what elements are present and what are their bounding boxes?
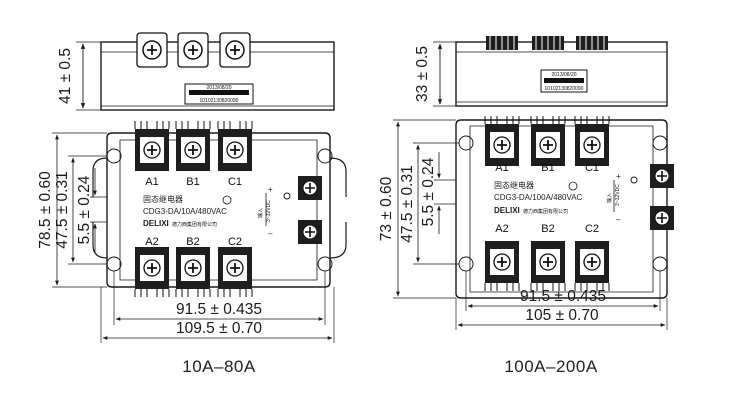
right-dim-total-width: 105 ± 0.70 (525, 307, 599, 324)
left-dim-total-width: 109.5 ± 0.70 (176, 320, 262, 337)
right-label-a1: A1 (495, 162, 508, 174)
right-caption: 100A–200A (504, 357, 598, 376)
right-front-terminals-bottom (484, 240, 610, 292)
right-label-a2: A2 (495, 223, 508, 235)
right-cn-label: 固态继电器 (494, 180, 534, 190)
right-input-voltage: 3~32VDC (615, 184, 621, 206)
left-drawing: 2013/08/20 10102130820090 41 ± 0.5 (37, 32, 347, 376)
right-dim-mount-pitch: 47.5 ± 0.31 (399, 165, 416, 242)
right-led (630, 176, 638, 184)
right-label-c1: C1 (585, 162, 599, 174)
left-top-serial: 10102130820090 (200, 98, 239, 104)
right-ce-mark (568, 181, 578, 191)
right-dim-hole-pitch: 91.5 ± 0.435 (520, 288, 606, 305)
left-top-date: 2013/08/20 (206, 85, 231, 91)
right-dim-total-height: 73 ± 0.60 (378, 176, 395, 241)
right-label-b1: B1 (541, 162, 554, 174)
left-top-view: 2013/08/20 10102130820090 41 ± 0.5 (57, 32, 335, 111)
left-brand: DELIXI (143, 219, 169, 228)
right-dim-hole-offset: 5.5 ± 0.24 (420, 157, 437, 226)
right-model: CDG3-DA/100A/480VAC (494, 193, 583, 202)
left-input-label: 输入 (257, 208, 264, 218)
left-dim-total-height: 78.5 ± 0.60 (37, 171, 54, 249)
left-top-housing (100, 41, 335, 111)
left-label-a2: A2 (145, 236, 158, 248)
left-caption: 10A–80A (182, 357, 256, 376)
left-label-b2: B2 (186, 236, 199, 248)
left-label-c2: C2 (228, 236, 242, 248)
right-brand: DELIXI (494, 206, 520, 215)
right-front-housing (455, 119, 668, 299)
left-dim-mount-pitch: 47.5 ± 0.31 (54, 171, 71, 248)
right-drawing: 2013/08/20 10102130820090 33 ± 0.5 (378, 36, 674, 376)
left-minus: – (268, 229, 273, 238)
left-dim-height: 41 ± 0.5 (57, 48, 74, 104)
left-brand-cn: 德力西集团有限公司 (172, 221, 217, 228)
right-input-label: 输入 (606, 193, 613, 203)
left-top-terminals (136, 32, 251, 68)
right-brand-cn: 德力西集团有限公司 (523, 208, 568, 215)
right-label-c2: C2 (585, 223, 599, 235)
left-label-a1: A1 (145, 176, 158, 188)
right-top-serial: 10102130820090 (545, 86, 584, 92)
left-plus: + (268, 185, 273, 194)
right-top-terminals (486, 36, 608, 50)
left-front-view: A1 B1 C1 A2 B2 C2 固态继电器 CDG3-DA/10A/480V… (37, 120, 347, 343)
right-input-terminals (650, 164, 674, 230)
left-front-terminals-bottom (134, 246, 253, 298)
left-led (283, 192, 291, 200)
right-front-view: A1 B1 C1 A2 B2 C2 固态继电器 CDG3-DA/100A/480… (378, 115, 674, 330)
left-input-terminals (298, 176, 322, 244)
left-dim-hole-pitch: 91.5 ± 0.435 (176, 301, 262, 318)
left-label-c1: C1 (228, 176, 242, 188)
left-front-terminals-top (134, 120, 253, 172)
right-front-terminals-top (484, 115, 610, 167)
right-minus: – (616, 215, 621, 224)
right-label-b2: B2 (541, 223, 554, 235)
right-plus: + (616, 172, 621, 181)
left-ce-mark (222, 195, 232, 205)
left-dim-hole-offset: 5.5 ± 0.24 (76, 175, 93, 244)
left-model: CDG3-DA/10A/480VAC (143, 207, 227, 216)
left-label-b1: B1 (186, 176, 199, 188)
left-input-voltage: 3~32VDC (266, 200, 272, 222)
left-cn-label: 固态继电器 (143, 194, 183, 204)
right-top-view: 2013/08/20 10102130820090 33 ± 0.5 (414, 36, 668, 107)
right-top-date: 2013/08/20 (551, 72, 576, 78)
right-dim-height: 33 ± 0.5 (414, 46, 431, 102)
